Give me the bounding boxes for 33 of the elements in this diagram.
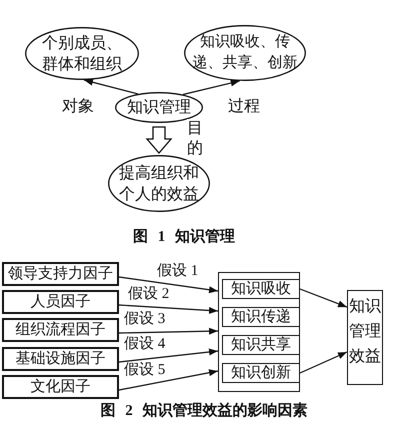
ellipse: 个别成员、群体和组织 [25,27,139,80]
edge-label: 假设 5 [124,363,166,378]
text-box: 知识创新 [222,363,300,383]
container-box [218,272,300,392]
ellipse: 提高组织和个人的效益 [108,155,210,212]
text-box: 人员因子 [2,290,119,314]
text-box: 知识吸收 [222,279,300,299]
text-box: 文化因子 [2,375,119,399]
block-arrow [146,126,172,154]
text-box: 组织流程因子 [2,318,119,342]
arrow [182,80,240,96]
edge-label: 过程 [228,99,260,115]
text-box: 知识传递 [222,307,300,327]
edge-label: 假设 4 [124,337,166,352]
text-box: 知识管理效益 [347,290,383,385]
arrow [118,348,218,363]
arrow [300,351,348,374]
arrow [84,78,138,94]
figure-caption: 图 2 知识管理效益的影响因素 [100,403,308,420]
ellipse: 知识吸收、传递、共享、创新 [184,25,306,81]
arrow [118,369,218,391]
edge-label: 假设 1 [157,264,198,279]
arrow [118,328,218,335]
arrow [118,276,218,294]
edge-label: 对象 [62,99,94,115]
text-box: 知识共享 [222,335,300,355]
text-box: 领导支持力因子 [2,262,119,286]
edge-label: 假设 3 [124,312,166,327]
edge-label: 假设 2 [128,287,170,302]
arrow [300,288,348,308]
arrow [118,304,218,314]
text-box: 基础设施因子 [2,347,119,371]
figure-caption: 图 1 知识管理 [133,229,235,246]
